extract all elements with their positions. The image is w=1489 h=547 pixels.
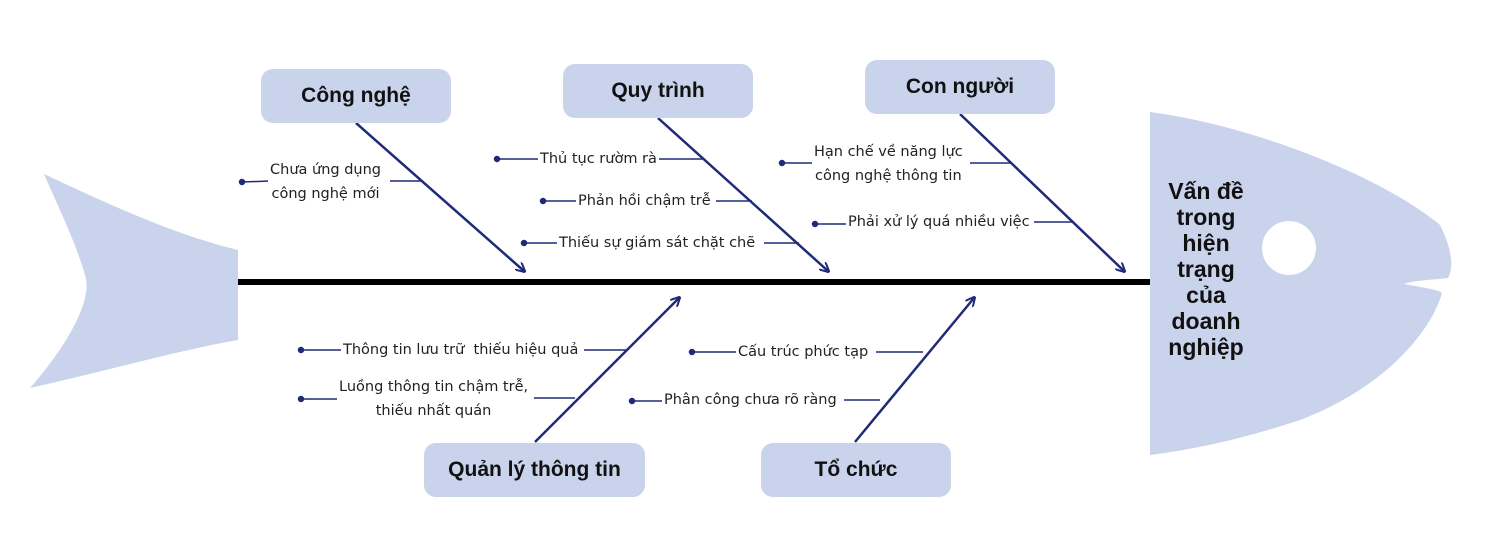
problem-statement: Vấn đề trong hiện trạng của doanh nghiệp bbox=[1156, 178, 1256, 360]
problem-line: trong bbox=[1176, 204, 1236, 230]
category-con-nguoi: Con người bbox=[865, 60, 1055, 114]
bone-quan-ly-thong-tin bbox=[534, 298, 679, 443]
sub-dot-to-chuc-2 bbox=[628, 397, 636, 405]
cause-text: Luồng thông tin chậm trễ, thiếu nhất quá… bbox=[339, 379, 529, 419]
bone-to-chuc bbox=[854, 298, 974, 443]
cause-text: Phản hồi chậm trễ bbox=[578, 193, 711, 209]
cause-text: Hạn chế về năng lực công nghệ thông tin bbox=[814, 144, 963, 184]
category-to-chuc: Tổ chức bbox=[761, 443, 951, 497]
category-label: Quản lý thông tin bbox=[448, 458, 621, 481]
cause-label: Phản hồi chậm trễ bbox=[576, 189, 713, 213]
sub-dot-quy-trinh-3 bbox=[520, 239, 528, 247]
cause-label: Thiếu sự giám sát chặt chẽ bbox=[557, 231, 758, 255]
sub-dot-con-nguoi-1 bbox=[778, 159, 786, 167]
problem-line: Vấn đề bbox=[1168, 178, 1244, 204]
bone-quy-trinh bbox=[657, 117, 828, 271]
cause-label: Thông tin lưu trữ thiếu hiệu quả bbox=[341, 338, 581, 362]
problem-line: trạng bbox=[1177, 256, 1235, 282]
category-label: Con người bbox=[905, 75, 1015, 98]
cause-text: Phải xử lý quá nhiều việc bbox=[848, 214, 1030, 230]
cause-label: Hạn chế về năng lực công nghệ thông tin bbox=[812, 140, 965, 188]
category-label: Quy trình bbox=[611, 79, 705, 102]
sub-line-cong-nghe-1 bbox=[241, 180, 271, 183]
problem-line: nghiệp bbox=[1168, 334, 1244, 360]
category-label: Công nghệ bbox=[301, 84, 411, 107]
sub-dot-con-nguoi-2 bbox=[811, 220, 819, 228]
fish-eye bbox=[1262, 221, 1316, 275]
sub-dot-to-chuc-1 bbox=[688, 348, 696, 356]
cause-label: Phân công chưa rõ ràng bbox=[662, 388, 839, 412]
problem-line: của bbox=[1186, 282, 1226, 308]
sub-dot-qltt-1 bbox=[297, 346, 305, 354]
fish-tail bbox=[30, 174, 238, 388]
sub-dot-cong-nghe-1 bbox=[238, 178, 246, 186]
bone-con-nguoi bbox=[959, 113, 1124, 271]
fish-head bbox=[1150, 112, 1452, 455]
cause-label: Luồng thông tin chậm trễ, thiếu nhất quá… bbox=[337, 375, 531, 423]
cause-label: Phải xử lý quá nhiều việc bbox=[846, 210, 1032, 234]
problem-line: doanh bbox=[1171, 308, 1241, 334]
cause-text: Thiếu sự giám sát chặt chẽ bbox=[559, 235, 756, 251]
cause-text: Chưa ứng dụng công nghệ mới bbox=[270, 162, 381, 202]
sub-dot-qltt-2 bbox=[297, 395, 305, 403]
cause-text: Thủ tục rườm rà bbox=[540, 151, 657, 167]
sub-dot-quy-trinh-1 bbox=[493, 155, 501, 163]
category-quan-ly-thong-tin: Quản lý thông tin bbox=[424, 443, 645, 497]
cause-label: Thủ tục rườm rà bbox=[538, 147, 659, 171]
cause-label: Cấu trúc phức tạp bbox=[736, 340, 871, 364]
cause-text: Thông tin lưu trữ thiếu hiệu quả bbox=[343, 342, 579, 358]
cause-label: Chưa ứng dụng công nghệ mới bbox=[268, 158, 383, 206]
bone-cong-nghe bbox=[355, 122, 524, 271]
cause-text: Phân công chưa rõ ràng bbox=[664, 392, 837, 408]
category-quy-trinh: Quy trình bbox=[563, 64, 753, 118]
sub-dot-quy-trinh-2 bbox=[539, 197, 547, 205]
category-label: Tổ chức bbox=[814, 458, 898, 481]
cause-text: Cấu trúc phức tạp bbox=[738, 344, 869, 360]
problem-line: hiện bbox=[1182, 230, 1230, 256]
category-cong-nghe: Công nghệ bbox=[261, 69, 451, 123]
